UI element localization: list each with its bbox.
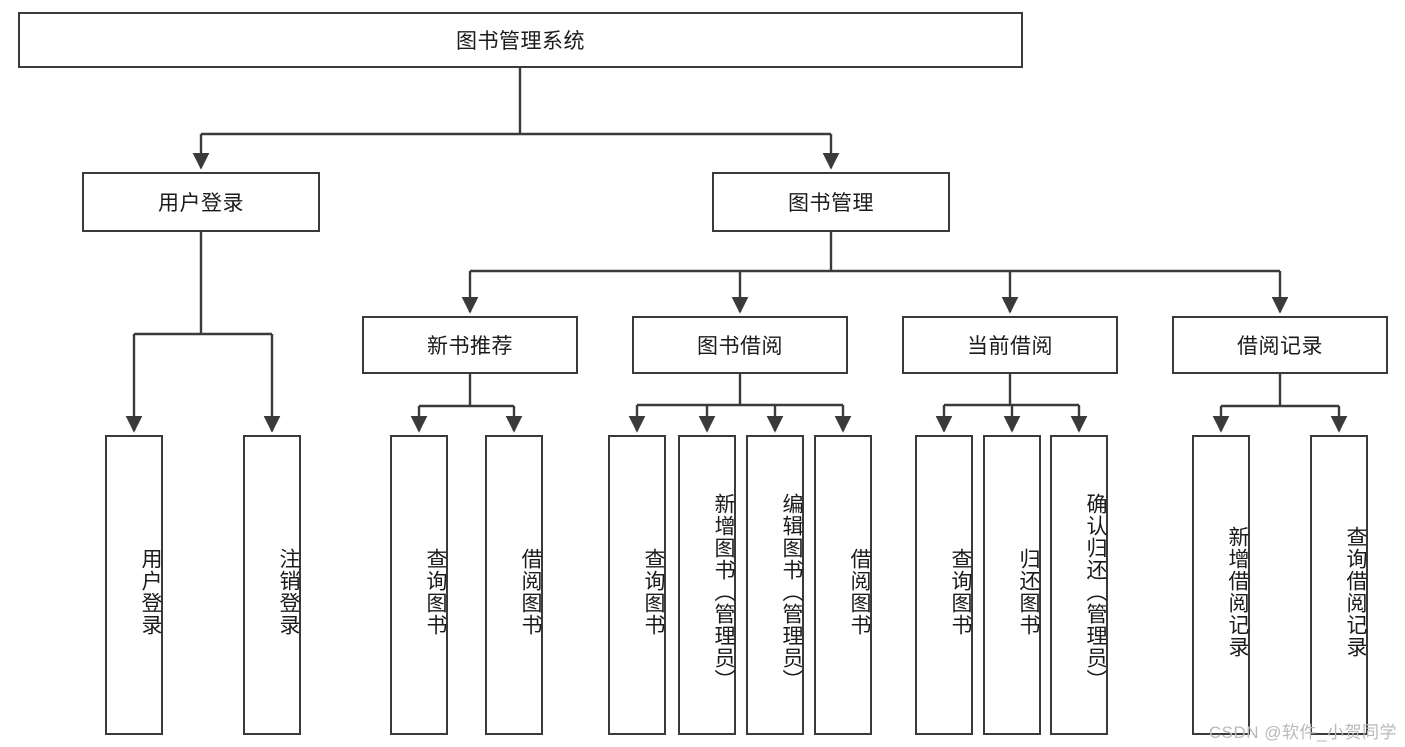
- node-root[interactable]: 图书管理系统: [18, 12, 1023, 68]
- node-book-borrow[interactable]: 图书借阅: [632, 316, 848, 374]
- leaf-confirm-return-admin[interactable]: 确认归还（管理员）: [1050, 435, 1108, 735]
- leaf-confirm-return-admin-label: 确认归还（管理员）: [1084, 493, 1107, 691]
- leaf-borrow-book[interactable]: 借阅图书: [814, 435, 872, 735]
- leaf-add-book-admin-label: 新增图书（管理员）: [712, 493, 735, 691]
- leaf-edit-book-admin-label: 编辑图书（管理员）: [780, 493, 803, 691]
- leaf-query-book-current-label: 查询图书: [949, 548, 972, 636]
- node-root-label: 图书管理系统: [456, 30, 585, 53]
- leaf-add-borrow-record-label: 新增借阅记录: [1226, 526, 1249, 658]
- watermark: CSDN @软件_小贺同学: [1208, 723, 1397, 742]
- node-book-management-label: 图书管理: [788, 192, 874, 215]
- leaf-query-borrow-record[interactable]: 查询借阅记录: [1310, 435, 1368, 735]
- leaf-query-book-current[interactable]: 查询图书: [915, 435, 973, 735]
- leaf-user-login-label: 用户登录: [139, 548, 162, 636]
- leaf-add-book-admin[interactable]: 新增图书（管理员）: [678, 435, 736, 735]
- leaf-add-borrow-record[interactable]: 新增借阅记录: [1192, 435, 1250, 735]
- leaf-user-login[interactable]: 用户登录: [105, 435, 163, 735]
- node-borrow-record-label: 借阅记录: [1237, 335, 1323, 358]
- leaf-query-borrow-record-label: 查询借阅记录: [1344, 526, 1367, 658]
- node-current-borrow-label: 当前借阅: [967, 335, 1053, 358]
- node-user-login-label: 用户登录: [158, 192, 244, 215]
- node-new-book-recommend-label: 新书推荐: [427, 335, 513, 358]
- leaf-borrow-book-recommend-label: 借阅图书: [519, 548, 542, 636]
- node-new-book-recommend[interactable]: 新书推荐: [362, 316, 578, 374]
- node-book-borrow-label: 图书借阅: [697, 335, 783, 358]
- node-borrow-record[interactable]: 借阅记录: [1172, 316, 1388, 374]
- leaf-return-book-label: 归还图书: [1017, 548, 1040, 636]
- leaf-edit-book-admin[interactable]: 编辑图书（管理员）: [746, 435, 804, 735]
- leaf-query-book-recommend[interactable]: 查询图书: [390, 435, 448, 735]
- leaf-logout[interactable]: 注销登录: [243, 435, 301, 735]
- leaf-logout-label: 注销登录: [277, 548, 300, 636]
- leaf-query-book-recommend-label: 查询图书: [424, 548, 447, 636]
- node-user-login[interactable]: 用户登录: [82, 172, 320, 232]
- leaf-borrow-book-recommend[interactable]: 借阅图书: [485, 435, 543, 735]
- node-book-management[interactable]: 图书管理: [712, 172, 950, 232]
- leaf-borrow-book-label: 借阅图书: [848, 548, 871, 636]
- node-current-borrow[interactable]: 当前借阅: [902, 316, 1118, 374]
- leaf-query-book-label: 查询图书: [642, 548, 665, 636]
- leaf-return-book[interactable]: 归还图书: [983, 435, 1041, 735]
- leaf-query-book[interactable]: 查询图书: [608, 435, 666, 735]
